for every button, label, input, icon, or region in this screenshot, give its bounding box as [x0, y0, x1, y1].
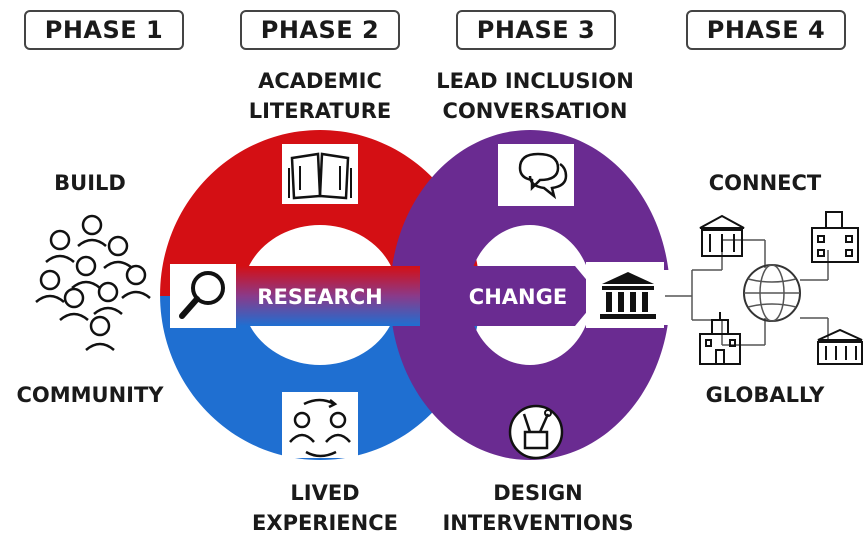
build-label: BUILD	[54, 171, 126, 195]
academic-literature-label: ACADEMIC LITERATURE	[220, 66, 420, 126]
phase-1-box: PHASE 1	[24, 10, 184, 50]
community-label: COMMUNITY	[16, 383, 164, 407]
academic-label-line1: ACADEMIC	[258, 69, 382, 93]
academic-label-line2: LITERATURE	[248, 99, 392, 123]
lived-label-line2: EXPERIENCE	[252, 511, 398, 535]
institution-icon	[586, 262, 664, 328]
phase-3-box: PHASE 3	[456, 10, 616, 50]
building-icons	[699, 211, 863, 365]
lead-inclusion-label: LEAD INCLUSION CONVERSATION	[420, 66, 650, 126]
globe-network-icon	[665, 239, 829, 346]
tools-icon	[508, 404, 564, 460]
people-group-icon	[35, 214, 151, 351]
magnifier-icon	[170, 264, 236, 328]
design-label-line2: INTERVENTIONS	[442, 511, 634, 535]
lived-experience-label: LIVED EXPERIENCE	[225, 478, 425, 538]
connect-label: CONNECT	[708, 171, 822, 195]
globally-label: GLOBALLY	[705, 383, 825, 407]
change-label: CHANGE	[469, 285, 567, 309]
center-band	[230, 266, 600, 326]
design-label-line1: DESIGN	[493, 481, 583, 505]
phase-2-box: PHASE 2	[240, 10, 400, 50]
lead-label-line1: LEAD INCLUSION	[436, 69, 634, 93]
research-label: RESEARCH	[257, 285, 382, 309]
lived-label-line1: LIVED	[290, 481, 360, 505]
book-icon	[282, 144, 358, 204]
people-cycle-icon	[282, 392, 358, 458]
design-interventions-label: DESIGN INTERVENTIONS	[428, 478, 648, 538]
chat-bubbles-icon	[498, 144, 574, 206]
phase-4-box: PHASE 4	[686, 10, 846, 50]
lead-label-line2: CONVERSATION	[442, 99, 628, 123]
